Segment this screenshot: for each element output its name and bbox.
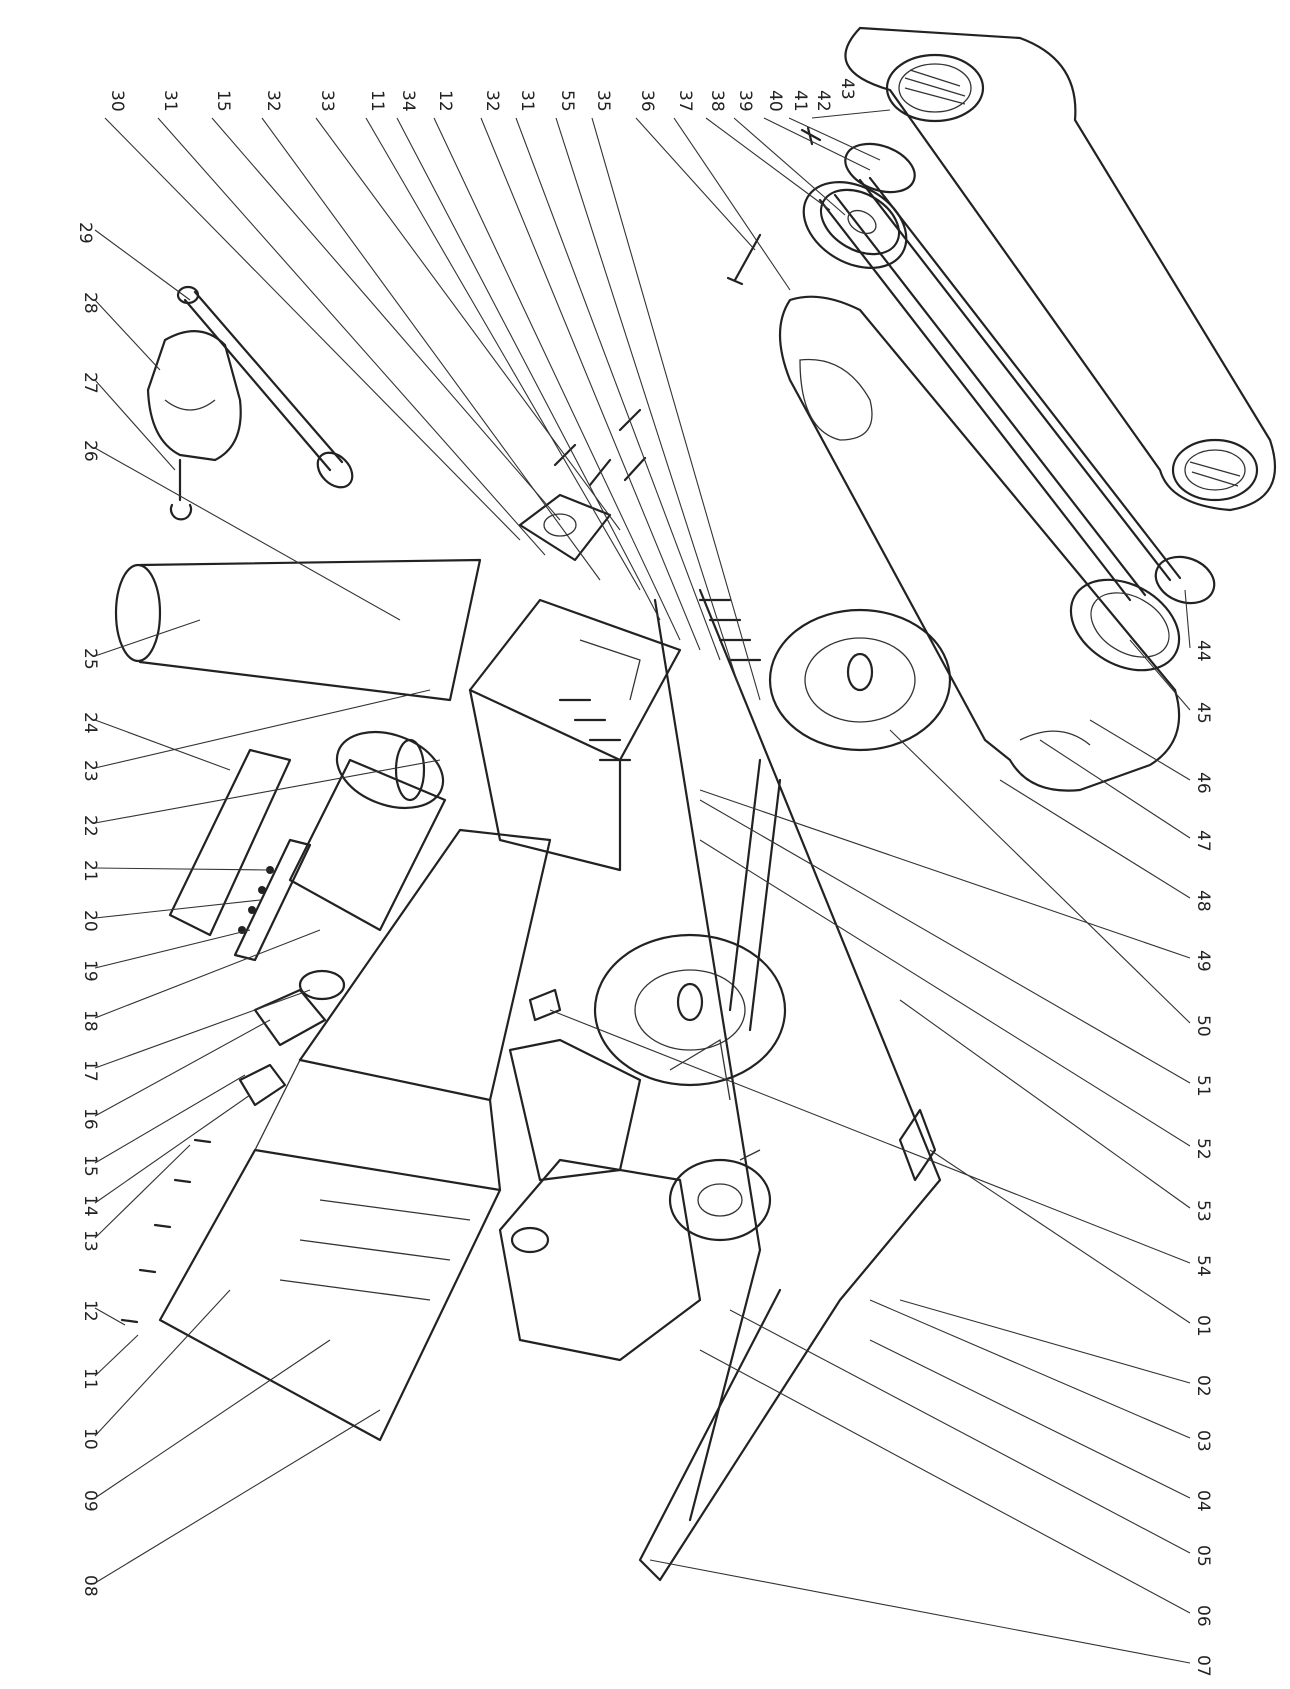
long-bolt — [726, 233, 762, 286]
callout-13: 13 — [80, 1230, 100, 1252]
callout-53: 53 — [1193, 1200, 1213, 1222]
callout-35: 35 — [593, 90, 613, 112]
callout-32: 32 — [263, 90, 283, 112]
callout-46: 46 — [1193, 772, 1213, 794]
engine — [498, 1038, 772, 1362]
callout-02: 02 — [1193, 1375, 1213, 1397]
leader-lines — [94, 109, 1191, 1664]
callout-21: 21 — [80, 860, 100, 882]
callout-45: 45 — [1193, 702, 1213, 724]
upper-housing — [468, 598, 682, 872]
belt-guard-housing — [778, 295, 1181, 792]
bearing-flange — [253, 988, 327, 1047]
callout-17: 17 — [80, 1060, 100, 1082]
callout-14: 14 — [80, 1195, 100, 1217]
callout-06: 06 — [1193, 1605, 1213, 1627]
lower-pulley — [1069, 555, 1216, 672]
bearing-ring — [298, 969, 346, 1001]
callout-19: 19 — [80, 960, 100, 982]
left-callouts: 29 28 27 26 25 24 23 22 21 20 19 18 17 1… — [75, 222, 100, 1597]
callout-09: 09 — [80, 1490, 100, 1512]
callout-30: 30 — [107, 90, 127, 112]
callout-15-left: 15 — [80, 1155, 100, 1177]
callout-31b: 31 — [517, 90, 537, 112]
discharge-chute — [114, 558, 482, 702]
callout-10: 10 — [80, 1428, 100, 1450]
blade-bolts — [238, 866, 274, 934]
callout-36: 36 — [637, 90, 657, 112]
front-wheel — [593, 933, 787, 1087]
callout-55: 55 — [557, 90, 577, 112]
callout-42: 42 — [813, 90, 833, 112]
bearing-block — [518, 493, 612, 562]
callout-11: 11 — [367, 90, 387, 112]
callout-48: 48 — [1193, 890, 1213, 912]
small-bracket — [238, 1063, 287, 1107]
callout-12-left: 12 — [80, 1300, 100, 1322]
callout-32b: 32 — [482, 90, 502, 112]
upper-washer — [844, 142, 916, 194]
callout-44: 44 — [1193, 640, 1213, 662]
callout-18: 18 — [80, 1010, 100, 1032]
callout-23: 23 — [80, 760, 100, 782]
right-callouts: 44 45 46 47 48 49 50 51 52 53 54 01 02 0… — [1193, 640, 1213, 1677]
rear-wheel — [768, 608, 952, 752]
callout-01: 01 — [1193, 1315, 1213, 1337]
callout-05: 05 — [1193, 1545, 1213, 1567]
callout-12: 12 — [435, 90, 455, 112]
callout-43: 43 — [837, 78, 857, 100]
feed-channel — [298, 828, 552, 1102]
mount-plate — [528, 988, 562, 1022]
callout-24: 24 — [80, 712, 100, 734]
callout-07: 07 — [1193, 1655, 1213, 1677]
callout-51: 51 — [1193, 1075, 1213, 1097]
hopper — [158, 1058, 502, 1442]
upper-pulley — [802, 181, 908, 269]
callout-38: 38 — [707, 90, 727, 112]
belt-guard-cover — [844, 26, 1277, 512]
callout-37: 37 — [675, 90, 695, 112]
callout-34: 34 — [398, 90, 418, 112]
callout-50: 50 — [1193, 1015, 1213, 1037]
callout-49: 49 — [1193, 950, 1213, 972]
callout-47: 47 — [1193, 830, 1213, 852]
bolt-cluster — [553, 408, 762, 762]
callout-03: 03 — [1193, 1430, 1213, 1452]
callout-11-left: 11 — [80, 1368, 100, 1390]
top-callouts: 30 31 15 32 33 11 34 12 32 31 55 35 36 3… — [107, 78, 857, 112]
callout-26: 26 — [80, 440, 100, 462]
wrench-tool — [176, 285, 354, 489]
callout-16: 16 — [80, 1108, 100, 1130]
hopper-bolts — [120, 1138, 212, 1324]
discharge-deflector — [146, 330, 242, 462]
callout-54: 54 — [1193, 1255, 1213, 1277]
callout-28: 28 — [80, 292, 100, 314]
deflector-plate — [168, 748, 292, 937]
frame-bracket — [898, 1108, 937, 1182]
callout-33: 33 — [317, 90, 337, 112]
chassis-frame — [638, 588, 942, 1582]
callout-15: 15 — [213, 90, 233, 112]
callout-25: 25 — [80, 648, 100, 670]
callout-52: 52 — [1193, 1138, 1213, 1160]
callout-20: 20 — [80, 910, 100, 932]
callout-41: 41 — [790, 90, 810, 112]
callout-40: 40 — [765, 90, 785, 112]
cutter-drum — [288, 731, 447, 932]
callout-31: 31 — [160, 90, 180, 112]
callout-27: 27 — [80, 372, 100, 394]
callout-29: 29 — [75, 222, 95, 244]
callout-39: 39 — [735, 90, 755, 112]
drive-belts — [818, 176, 1182, 602]
callout-04: 04 — [1193, 1490, 1213, 1512]
handle-screw — [169, 458, 193, 521]
callout-08: 08 — [80, 1575, 100, 1597]
callout-22: 22 — [80, 815, 100, 837]
